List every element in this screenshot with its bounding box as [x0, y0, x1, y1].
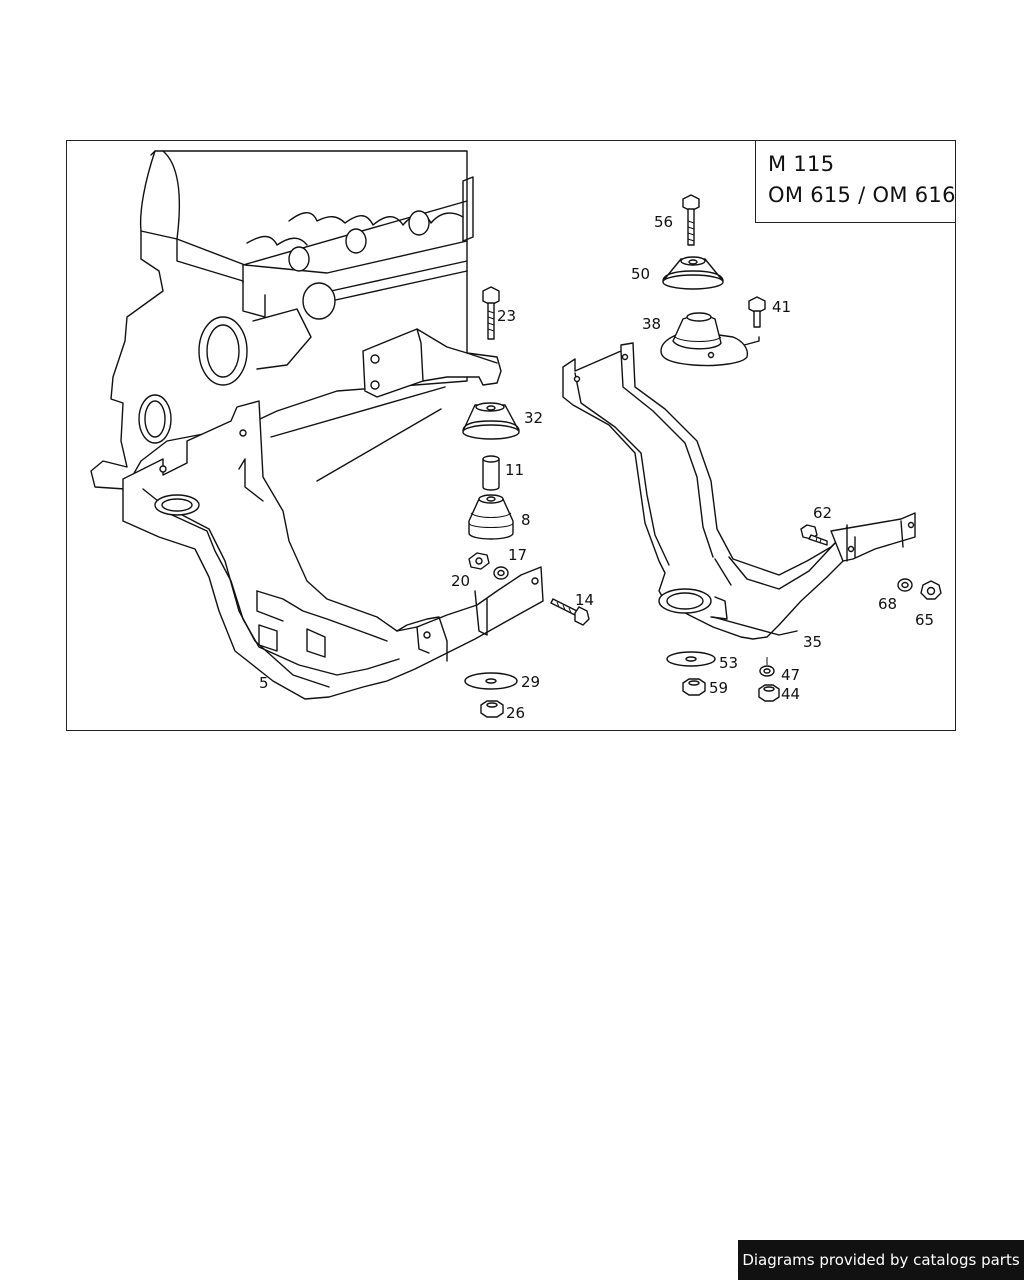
callout-68: 68 — [878, 595, 897, 613]
callout-14: 14 — [575, 591, 594, 609]
left-crossmember — [122, 400, 544, 700]
washer-47 — [759, 665, 775, 677]
callout-47: 47 — [781, 666, 800, 684]
callout-32: 32 — [524, 409, 543, 427]
bolt-62 — [800, 524, 828, 546]
engine-bracket — [270, 328, 502, 482]
washer-29 — [464, 672, 518, 690]
nut-20 — [468, 552, 490, 570]
callout-65: 65 — [915, 611, 934, 629]
spacer-11 — [482, 455, 500, 491]
washer-53 — [666, 651, 716, 667]
callout-38: 38 — [642, 315, 661, 333]
callout-44: 44 — [781, 685, 800, 703]
callout-23: 23 — [497, 307, 516, 325]
model-line-primary: M 115 — [768, 152, 835, 176]
callout-56: 56 — [654, 213, 673, 231]
callout-35: 35 — [803, 633, 822, 651]
nut-26 — [480, 700, 504, 718]
bolt-56 — [682, 194, 700, 246]
right-crossmember — [562, 342, 916, 640]
bolt-14 — [550, 598, 590, 626]
diagram-frame: 56 50 41 38 23 32 11 8 17 20 14 29 26 5 … — [66, 140, 956, 731]
callout-53: 53 — [719, 654, 738, 672]
nut-65 — [920, 580, 942, 600]
parts-diagram: 56 50 41 38 23 32 11 8 17 20 14 29 26 5 … — [90, 150, 942, 722]
mount-8 — [468, 494, 514, 540]
callout-20: 20 — [451, 572, 470, 590]
callout-5: 5 — [259, 674, 269, 692]
nut-59 — [682, 678, 706, 696]
nut-44 — [758, 684, 780, 702]
callout-26: 26 — [506, 704, 525, 722]
callout-41: 41 — [772, 298, 791, 316]
mount-50 — [662, 256, 724, 290]
engine-block — [90, 150, 474, 490]
callout-50: 50 — [631, 265, 650, 283]
callout-59: 59 — [709, 679, 728, 697]
model-line-secondary: OM 615 / OM 616 — [768, 183, 956, 207]
bolt-23 — [482, 286, 500, 340]
callouts: 56 50 41 38 23 32 11 8 17 20 14 29 26 5 … — [259, 213, 934, 722]
mount-38 — [660, 312, 749, 367]
callout-62: 62 — [813, 504, 832, 522]
model-label-box: M 115 OM 615 / OM 616 — [755, 141, 955, 223]
washer-17 — [493, 566, 509, 580]
callout-11: 11 — [505, 461, 524, 479]
callout-8: 8 — [521, 511, 531, 529]
callout-17: 17 — [508, 546, 527, 564]
footer-credit: Diagrams provided by catalogs parts — [738, 1240, 1024, 1280]
washer-68 — [897, 578, 913, 592]
callout-29: 29 — [521, 673, 540, 691]
mount-32 — [462, 402, 520, 440]
